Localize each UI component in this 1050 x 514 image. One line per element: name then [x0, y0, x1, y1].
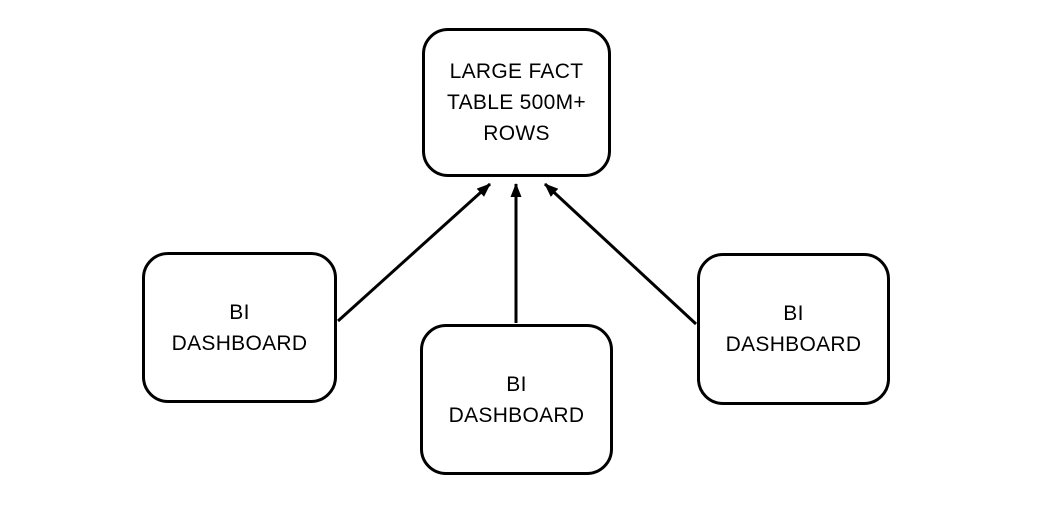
node-bi-dashboard-left-label: BI DASHBOARD [171, 300, 308, 355]
node-bi-dashboard-center-label: BI DASHBOARD [448, 372, 585, 427]
node-bi-dashboard-left: BI DASHBOARD [142, 252, 337, 403]
node-fact-table: LARGE FACT TABLE 500M+ ROWS [422, 28, 611, 177]
node-bi-dashboard-center: BI DASHBOARD [420, 324, 613, 475]
node-fact-table-label: LARGE FACT TABLE 500M+ ROWS [447, 60, 586, 145]
node-bi-dashboard-right-label: BI DASHBOARD [725, 302, 862, 356]
node-bi-dashboard-right: BI DASHBOARD [697, 253, 890, 405]
arrow-left-dashboard-to-fact-table [336, 182, 492, 323]
arrow-right-dashboard-to-fact-table [543, 182, 698, 326]
